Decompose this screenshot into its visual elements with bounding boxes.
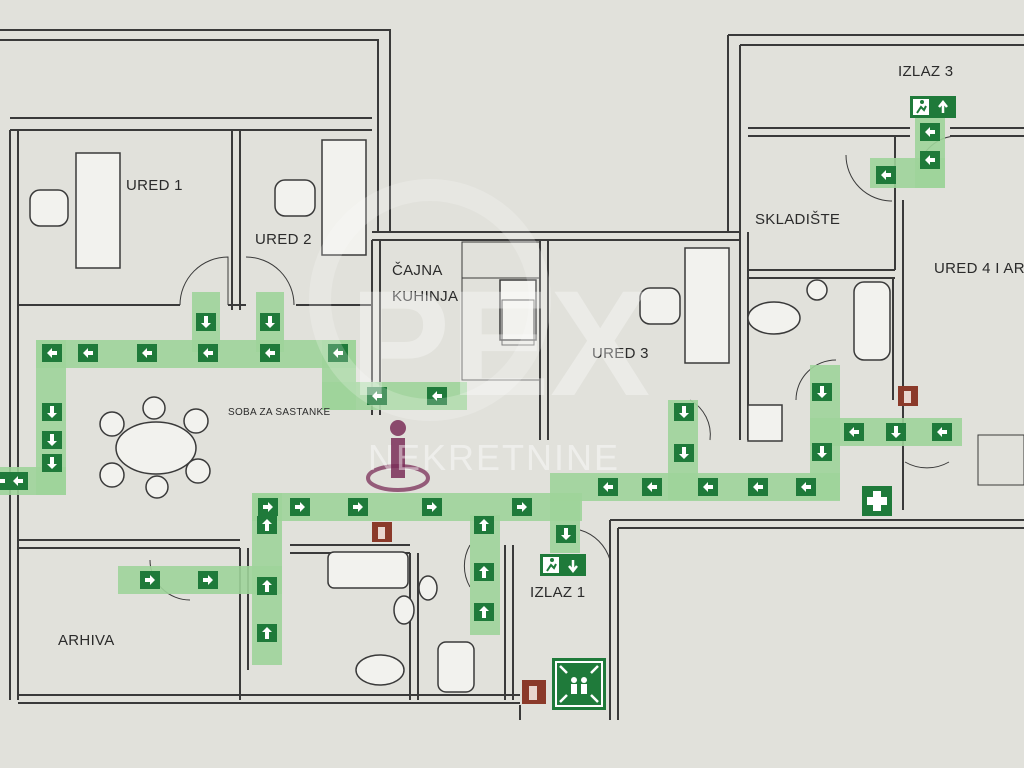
arrow-icon [796,478,816,496]
arrow-icon [0,472,10,490]
arrow-icon [920,151,940,169]
running-man-exit-icon [540,554,586,576]
arrow-icon [260,344,280,362]
room-label-arhiva: ARHIVA [58,632,115,649]
room-label-ured2: URED 2 [255,231,312,248]
arrow-icon [257,516,277,534]
arrow-icon [556,525,576,543]
arrow-icon [140,571,160,589]
room-label-soba: SOBA ZA SASTANKE [228,407,330,418]
fire-extinguisher-icon [898,386,918,406]
arrow-icon [137,344,157,362]
arrow-icon [42,344,62,362]
arrow-icon [844,423,864,441]
arrow-icon [698,478,718,496]
arrow-icon [598,478,618,496]
watermark-sub: NEKRETNINE [368,437,620,478]
arrow-icon [920,123,940,141]
arrow-icon [260,313,280,331]
arrow-icon [348,498,368,516]
arrow-icon [886,423,906,441]
toilet-right [747,301,801,335]
room-label-skladiste: SKLADIŠTE [755,211,840,228]
arrow-icon [474,603,494,621]
arrow-icon [674,444,694,462]
desk-ured1 [75,152,121,269]
arrow-icon [422,498,442,516]
bathtub-right [853,281,891,361]
arrow-icon [812,443,832,461]
arrow-icon [812,383,832,401]
arrow-icon [42,403,62,421]
watermark: PEX NEKRETNINE [309,179,650,478]
chair-ured3 [639,287,681,325]
desk-ured2 [321,139,367,256]
meeting-table [115,421,197,475]
arrow-icon [642,478,662,496]
arrow-icon [512,498,532,516]
arrow-icon [257,624,277,642]
toilet-center [437,641,475,693]
you-are-here-icon [366,420,430,492]
room-label-ured3: URED 3 [592,345,649,362]
room-label-cajna: ČAJNA [392,262,443,279]
arrow-icon [42,454,62,472]
fire-extinguisher-icon [372,522,392,542]
chair-ured2 [274,179,316,217]
arrow-icon [78,344,98,362]
furniture [29,139,891,693]
route-arrows [0,123,952,642]
arrow-icon [474,516,494,534]
arrow-icon [474,563,494,581]
arrow-icon [198,344,218,362]
arrow-icon [42,431,62,449]
arrow-icon [196,313,216,331]
arrow-icon [748,478,768,496]
assembly-point-icon [552,658,606,710]
arrow-icon [674,403,694,421]
arrow-icon [367,387,387,405]
room-label-kuhinja: KUHINJA [392,288,458,305]
bathtub-center [327,551,409,589]
arrow-icon [932,423,952,441]
first-aid-cross-icon [862,486,892,516]
room-label-ured1: URED 1 [126,177,183,194]
walls [0,29,1024,720]
arrow-icon [198,571,218,589]
arrow-icon [8,472,28,490]
arrow-icon [876,166,896,184]
running-man-exit-icon [910,96,956,118]
arrow-icon [257,577,277,595]
fire-extinguisher-icon [522,680,546,704]
chair-ured1 [29,189,69,227]
desk-ured3 [684,247,730,364]
arrow-icon [258,498,278,516]
arrow-icon [427,387,447,405]
bidet [355,654,405,686]
exit-label-izlaz3: IZLAZ 3 [898,63,953,80]
watermark-main: PEX [350,259,650,427]
arrow-icon [328,344,348,362]
room-label-ured4: URED 4 I ARH [934,260,1024,277]
arrow-icon [290,498,310,516]
exit-label-izlaz1: IZLAZ 1 [530,584,585,601]
